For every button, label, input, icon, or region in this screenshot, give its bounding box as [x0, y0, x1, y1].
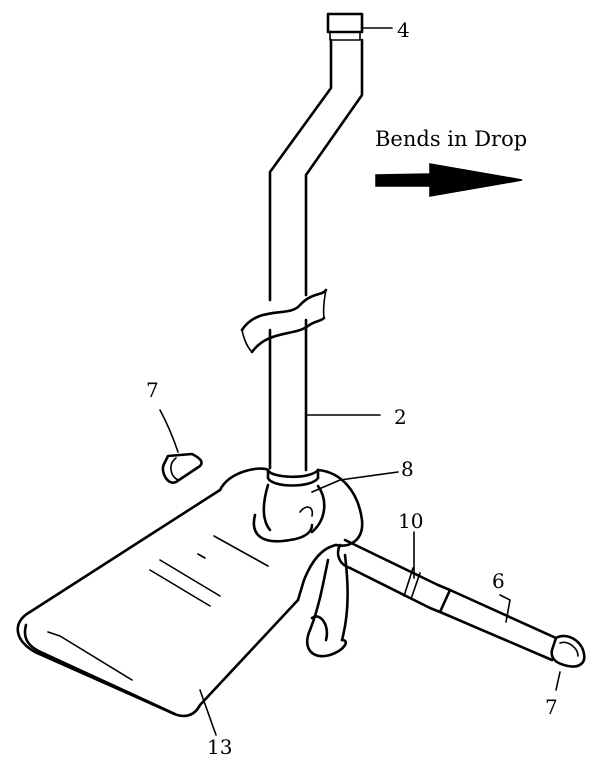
drop-tube: [240, 38, 364, 472]
end-cap-left: [161, 452, 203, 484]
right-arrow-icon: [375, 163, 523, 197]
end-cap-right: [550, 634, 586, 668]
collar: [262, 468, 326, 534]
label-2: 2: [394, 405, 407, 429]
label-4: 4: [397, 18, 410, 42]
label-6: 6: [492, 569, 505, 593]
rod: [336, 538, 558, 662]
label-7-right: 7: [545, 695, 558, 719]
top-cap: [326, 12, 364, 41]
diagram-caption: Bends in Drop: [375, 127, 527, 151]
label-7-left: 7: [146, 378, 159, 402]
label-10: 10: [398, 509, 423, 533]
base-block: [218, 467, 364, 658]
label-8: 8: [401, 457, 414, 481]
label-13: 13: [207, 735, 232, 759]
leader-lines: [159, 27, 561, 736]
paddle-plate: [16, 488, 300, 718]
